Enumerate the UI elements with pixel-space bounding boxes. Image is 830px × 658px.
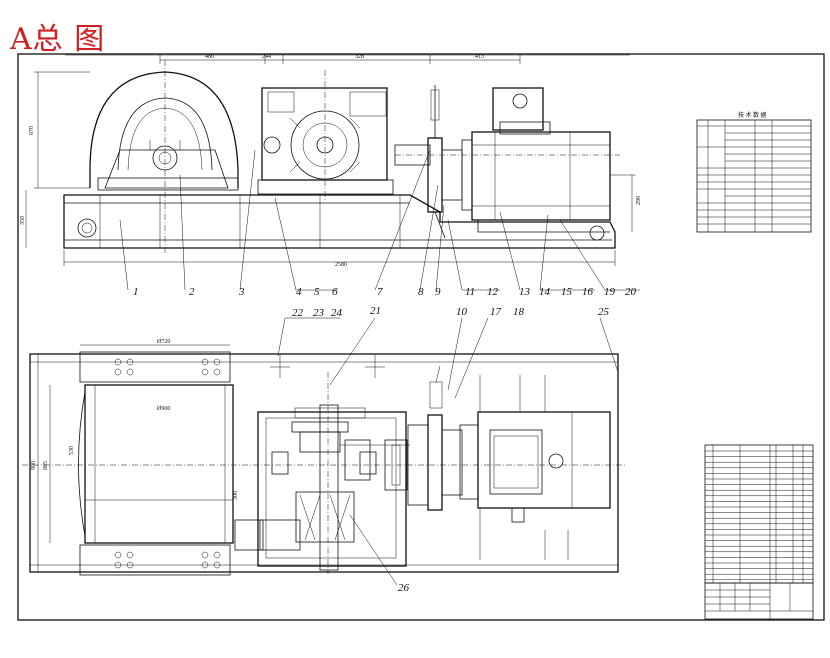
callout-1: 1	[133, 286, 139, 298]
dim-w1: 990	[31, 461, 37, 470]
dim-shaft: 300	[233, 491, 239, 500]
callout-11: 11	[465, 286, 475, 298]
dim-h1: 670	[29, 126, 35, 135]
callout-15: 15	[561, 286, 573, 298]
motor-terminal-box	[492, 87, 544, 131]
front-view: 480 244 328 413 2580 670 350 290	[20, 54, 642, 268]
plan-view: Ø720 Ø900 990 885 530 300	[22, 339, 625, 576]
callout-2: 2	[189, 286, 195, 298]
callout-25: 25	[598, 306, 610, 318]
plan-callouts: 22 23 24 21 10 17 18 25 26	[292, 305, 610, 594]
callout-13: 13	[519, 286, 531, 298]
callout-21: 21	[370, 305, 381, 317]
dim-d2: 244	[262, 54, 271, 60]
front-callouts: 1 2 3 4 5 6 7 8 9 11 12 13 14 15 16 19 2…	[133, 286, 637, 298]
motor-plan	[477, 411, 611, 509]
parts-list	[704, 444, 814, 584]
callout-6: 6	[332, 286, 338, 298]
callout-8: 8	[418, 286, 424, 298]
dim-w2: 885	[43, 461, 49, 470]
motor-body	[471, 131, 611, 221]
drum	[84, 384, 234, 544]
reducer-plan	[257, 411, 407, 567]
plan-leaders	[277, 317, 619, 586]
sheet-title: A总 图	[10, 22, 106, 57]
dim-top: Ø720	[157, 339, 170, 345]
dim-overall: 2580	[335, 262, 347, 268]
plan-base	[29, 353, 619, 573]
dim-d4: 413	[475, 54, 484, 60]
callout-9: 9	[435, 286, 441, 298]
dim-h2: 350	[20, 216, 26, 225]
dim-h3: 290	[636, 196, 642, 205]
base-frame	[63, 194, 616, 249]
parts-list-rows	[705, 450, 813, 581]
title-block	[704, 582, 814, 620]
callout-4: 4	[296, 286, 302, 298]
callout-23: 23	[313, 307, 325, 319]
dim-drum: Ø900	[157, 406, 170, 412]
drawing-border	[17, 53, 825, 621]
callout-22: 22	[292, 307, 304, 319]
callout-16: 16	[582, 286, 594, 298]
callout-10: 10	[456, 306, 468, 318]
dim-d3: 328	[355, 54, 364, 60]
reducer-housing	[261, 87, 388, 181]
callout-14: 14	[539, 286, 551, 298]
callout-17: 17	[490, 306, 502, 318]
callout-7: 7	[377, 286, 383, 298]
tech-table-title: 技 术 数 据	[738, 111, 767, 119]
callout-12: 12	[487, 286, 499, 298]
callout-24: 24	[331, 307, 343, 319]
tech-data-table: 技 术 数 据	[696, 111, 812, 233]
callout-26: 26	[398, 582, 410, 594]
callout-18: 18	[513, 306, 525, 318]
callout-5: 5	[314, 286, 320, 298]
callout-3: 3	[238, 286, 245, 298]
front-leaders	[119, 149, 640, 291]
dim-w3: 530	[69, 446, 75, 455]
callout-20: 20	[625, 286, 637, 298]
dim-d1: 480	[205, 54, 214, 60]
callout-19: 19	[604, 286, 616, 298]
